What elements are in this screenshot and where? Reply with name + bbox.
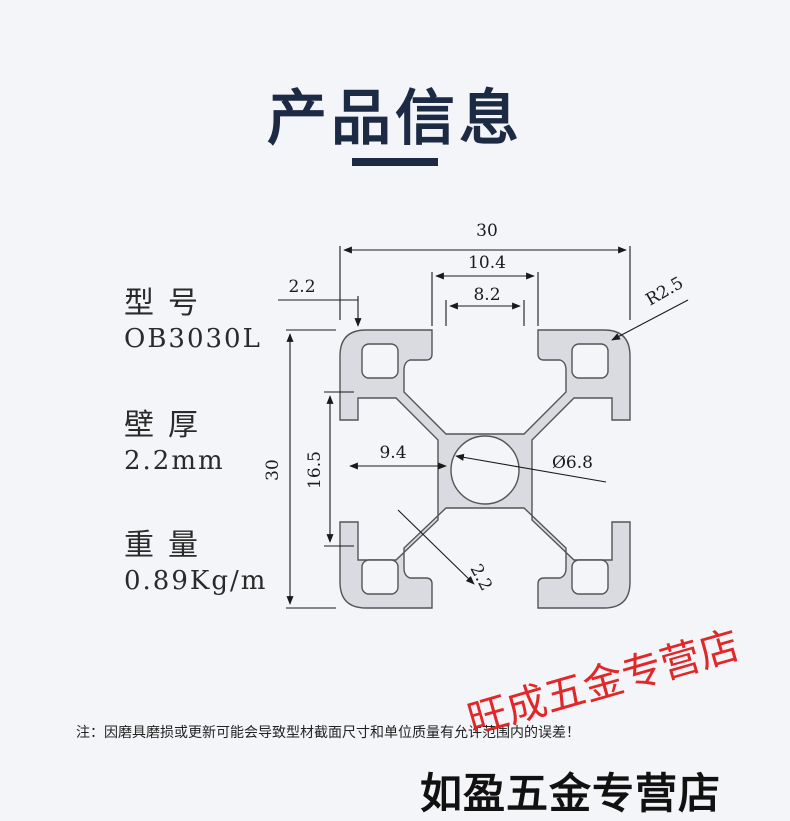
dim-wall: 2.2	[466, 561, 496, 594]
dim-hole: Ø6.8	[552, 453, 593, 473]
dim-core-width: 9.4	[379, 443, 406, 463]
spec-model: 型号 OB3030L	[124, 286, 262, 356]
model-value: OB3030L	[124, 324, 262, 354]
wall-value: 2.2mm	[124, 446, 225, 476]
center-hole	[450, 435, 520, 505]
dim-lip: 2.2	[288, 277, 315, 297]
page-title: 产品信息	[267, 84, 523, 154]
dim-inner-height: 16.5	[305, 451, 325, 489]
dim-width: 30	[476, 221, 498, 241]
weight-label: 重量	[124, 528, 212, 563]
weight-value: 0.89Kg/m	[124, 566, 268, 596]
dim-radius: R2.5	[643, 273, 688, 310]
corner-hollow-bl	[361, 559, 399, 595]
model-label: 型号	[124, 286, 212, 321]
corner-hollow-br	[571, 559, 609, 595]
corner-hollow-tr	[571, 343, 609, 379]
dim-slot-inner: 8.2	[473, 285, 500, 305]
dim-height: 30	[263, 459, 283, 481]
shop-name: 如盈五金专营店	[420, 769, 722, 818]
spec-wall-thickness: 壁厚 2.2mm	[124, 408, 225, 478]
tolerance-note: 注：因磨具磨损或更新可能会导致型材截面尺寸和单位质量有允许范围内的误差！	[76, 725, 580, 741]
wall-label: 壁厚	[124, 408, 212, 443]
title-underline	[352, 158, 438, 166]
dim-slot-outer: 10.4	[468, 253, 506, 273]
spec-weight: 重量 0.89Kg/m	[124, 528, 267, 598]
corner-hollow-tl	[361, 343, 399, 379]
profile-shape	[339, 329, 631, 609]
